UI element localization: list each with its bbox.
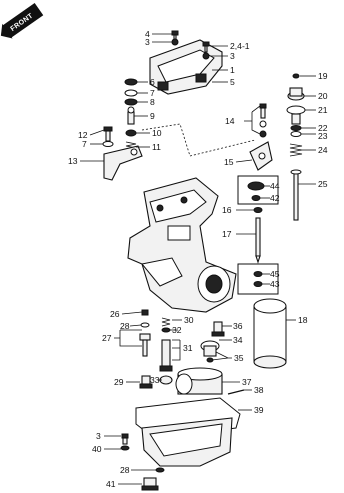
- screw-14: [259, 103, 267, 138]
- callout-45: 45: [270, 269, 280, 279]
- callout-37: 37: [242, 377, 252, 387]
- callout-7: 7: [150, 88, 155, 98]
- screw-12: [102, 126, 114, 147]
- callout-3: 3: [230, 51, 235, 61]
- callout-12: 12: [78, 130, 88, 140]
- callout-23: 23: [318, 131, 328, 141]
- callout-19: 19: [318, 71, 328, 81]
- callout-14: 14: [225, 116, 235, 126]
- leader-lines: [80, 33, 316, 485]
- float-37: [175, 367, 223, 395]
- callout-28: 28: [120, 321, 130, 331]
- needle-25: [290, 169, 302, 221]
- callout-34: 34: [233, 335, 243, 345]
- box-44-42: [237, 175, 279, 205]
- parts-30-32-31: [159, 317, 173, 372]
- callout-31: 31: [183, 343, 193, 353]
- callout-15: 15: [224, 157, 234, 167]
- callout-39: 39: [254, 405, 264, 415]
- bracket-15: [249, 141, 273, 171]
- callout-17: 17: [222, 229, 232, 239]
- callout-44: 44: [270, 181, 280, 191]
- callout-4: 4: [145, 29, 150, 39]
- lever-13: [103, 145, 143, 181]
- callout-labels: 4 3 2,4-1 3 1 5 6 7 8 9 10 11 12 7 13 14…: [68, 29, 328, 489]
- callout-16: 16: [222, 205, 232, 215]
- cover-screws: [171, 30, 210, 60]
- right-top-stack: [286, 73, 306, 157]
- callout-21: 21: [318, 105, 328, 115]
- callout-22: 22: [318, 123, 328, 133]
- parts-36-34-35: [200, 321, 225, 363]
- callout-6: 6: [150, 77, 155, 87]
- box-45-43: [237, 263, 279, 295]
- nut-16: [253, 207, 263, 213]
- callout-27: 27: [102, 333, 112, 343]
- callout-38: 38: [254, 385, 264, 395]
- callout-40: 40: [92, 444, 102, 454]
- washers-stack-left: [124, 78, 138, 125]
- callout-20: 20: [318, 91, 328, 101]
- callout-41: 41: [106, 479, 116, 489]
- cylinder-slide-18: [253, 298, 287, 369]
- callout-7: 7: [82, 139, 87, 149]
- callout-8: 8: [150, 97, 155, 107]
- parts-26-28-27: [139, 309, 151, 357]
- callout-26: 26: [110, 309, 120, 319]
- pin-38: [227, 389, 245, 395]
- callout-25: 25: [318, 179, 328, 189]
- callout-29: 29: [114, 377, 124, 387]
- float-bowl-39: [135, 397, 241, 467]
- drain-28-41: [141, 467, 165, 491]
- carburetor-body: [127, 177, 237, 313]
- callout-28: 28: [120, 465, 130, 475]
- screw-29: [139, 375, 153, 389]
- callout-1: 1: [230, 65, 235, 75]
- callout-32: 32: [172, 325, 182, 335]
- callout-2-4-1: 2,4-1: [230, 41, 250, 51]
- front-direction-badge: FRONT: [0, 2, 44, 39]
- callout-18: 18: [298, 315, 308, 325]
- callout-3: 3: [96, 431, 101, 441]
- screws-3-40: [120, 433, 130, 451]
- callout-24: 24: [318, 145, 328, 155]
- callout-36: 36: [233, 321, 243, 331]
- callout-42: 42: [270, 193, 280, 203]
- callout-33: 33: [150, 375, 160, 385]
- callout-43: 43: [270, 279, 280, 289]
- callout-11: 11: [152, 142, 161, 152]
- callout-10: 10: [152, 128, 162, 138]
- callout-9: 9: [150, 111, 155, 121]
- jet-needle-17: [255, 217, 261, 264]
- callout-13: 13: [68, 156, 78, 166]
- top-cover: [149, 39, 223, 95]
- callout-5: 5: [230, 77, 235, 87]
- callout-35: 35: [234, 353, 244, 363]
- callout-3: 3: [145, 37, 150, 47]
- callout-30: 30: [184, 315, 194, 325]
